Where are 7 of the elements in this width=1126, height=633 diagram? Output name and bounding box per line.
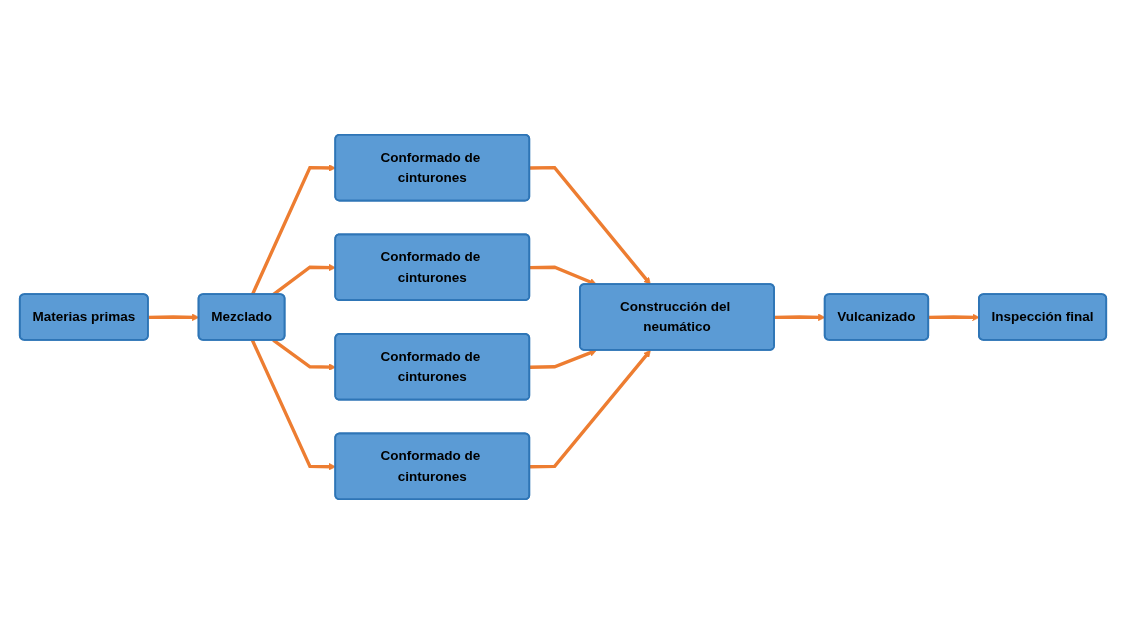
arrow — [250, 339, 336, 470]
arrow — [529, 265, 597, 285]
arrow — [250, 163, 336, 295]
arrow — [529, 165, 651, 285]
arrow — [529, 349, 651, 468]
arrow — [272, 338, 336, 371]
arrow — [529, 348, 597, 369]
